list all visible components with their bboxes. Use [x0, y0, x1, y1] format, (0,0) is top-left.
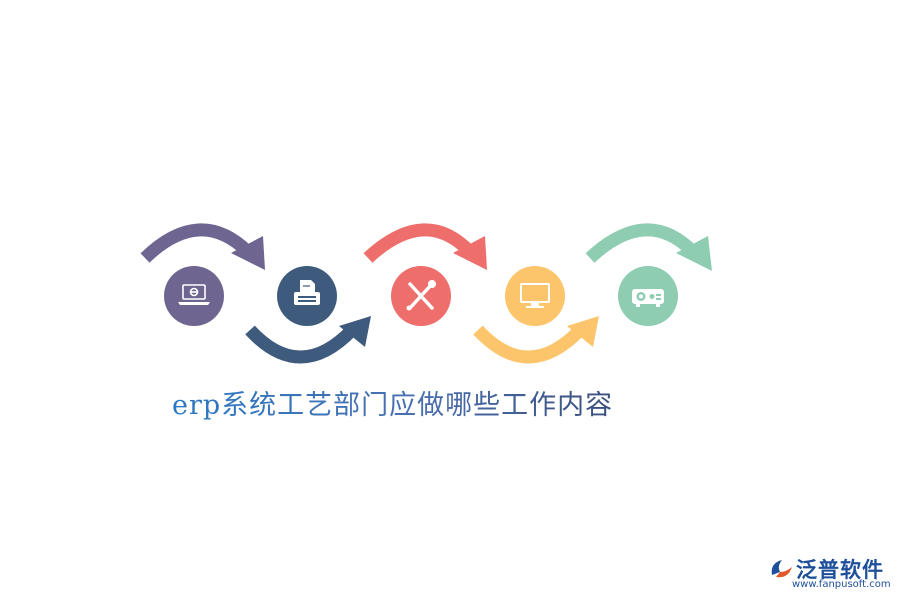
watermark-brand-name: 泛普软件: [796, 558, 884, 582]
laptop-icon: [178, 284, 210, 305]
projector-icon: [632, 289, 664, 307]
flow-arrow-3: [363, 223, 487, 270]
monitor-icon: [520, 283, 550, 308]
flow-arrow-4: [473, 316, 599, 364]
watermark-url: www.fanpusoft.com: [792, 579, 891, 590]
flow-arrow-5: [585, 223, 712, 271]
typewriter-icon: [294, 280, 320, 305]
flow-arrow-2: [245, 316, 371, 364]
diagram-title: erp系统工艺部门应做哪些工作内容: [172, 388, 613, 424]
flow-arrow-1: [140, 223, 265, 270]
tools-icon: [406, 280, 436, 311]
fanpu-logo-icon: [771, 560, 792, 578]
fanpu-watermark: 泛普软件 www.fanpusoft.com: [768, 554, 894, 596]
step-circle-4: [505, 266, 565, 326]
